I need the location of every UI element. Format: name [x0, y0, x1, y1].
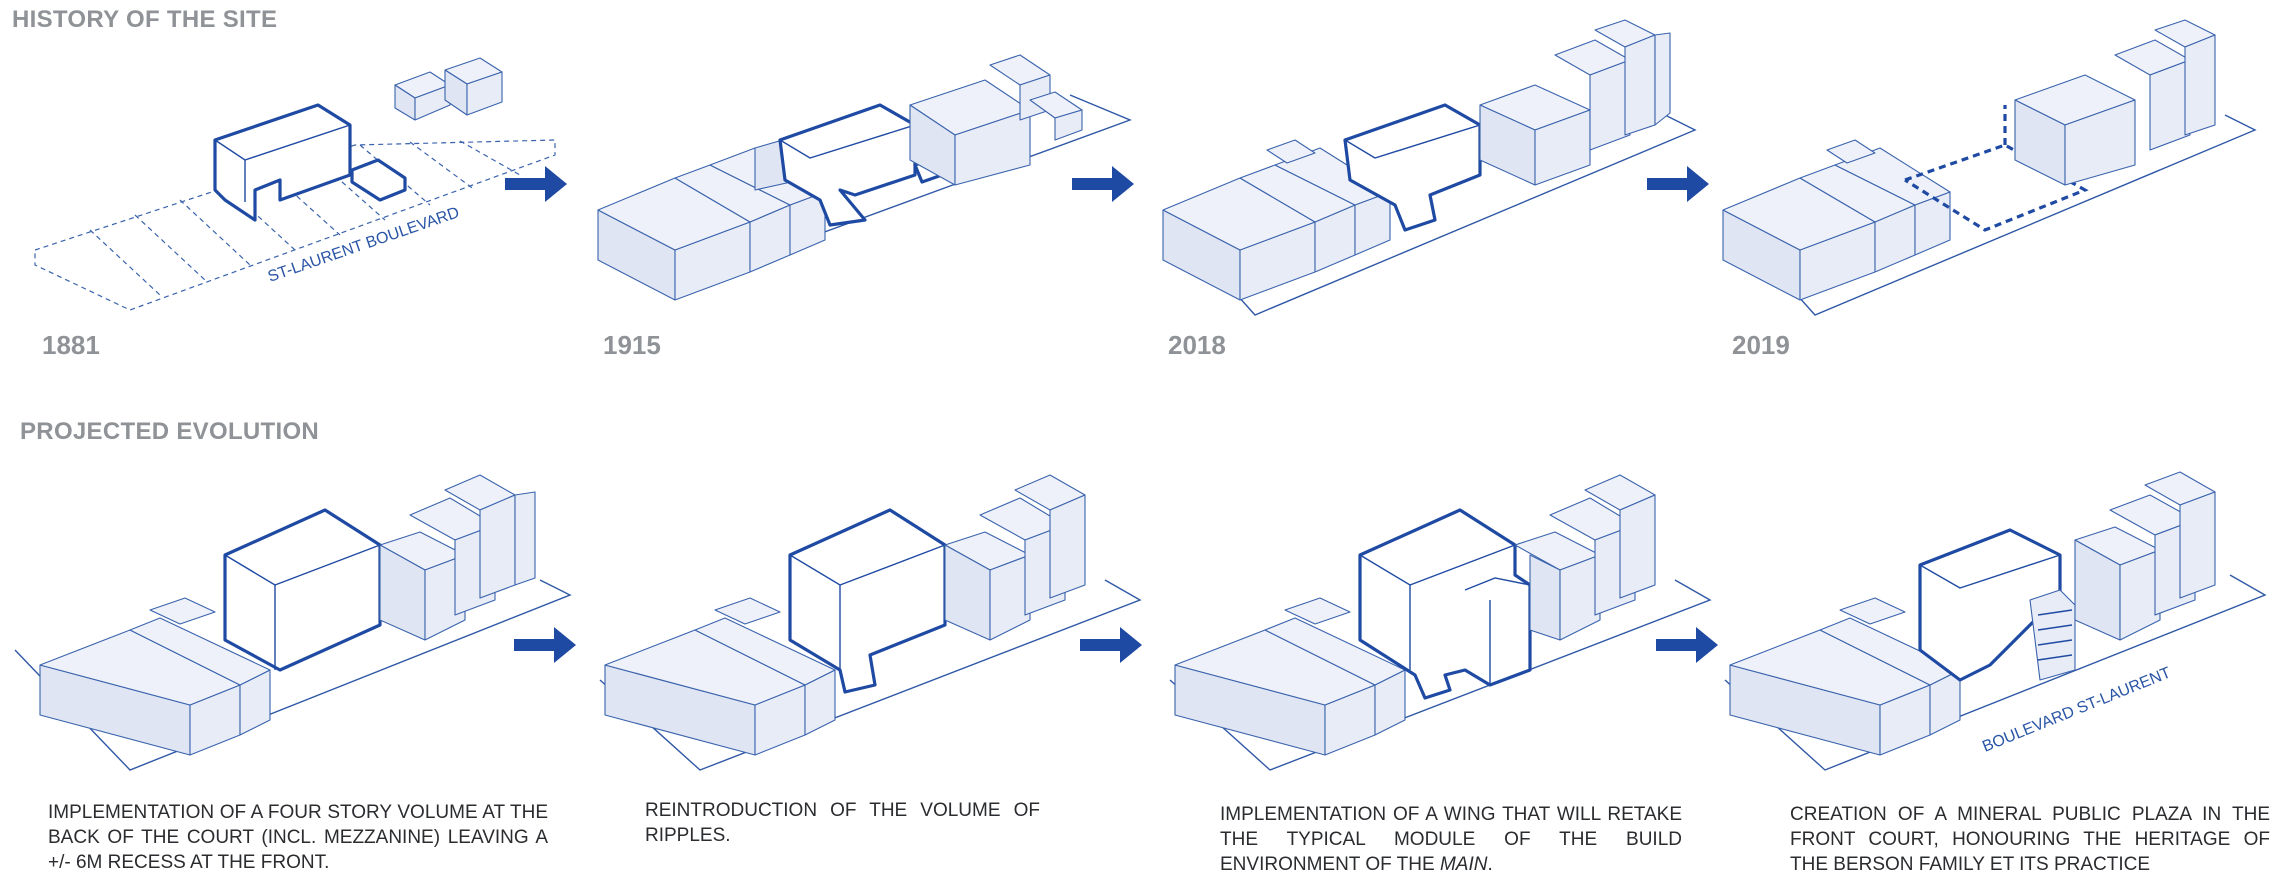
street-buildings [604, 597, 836, 756]
year-label-1881: 1881 [42, 330, 100, 360]
diagram-2019 [1722, 19, 2257, 316]
caption-projected-2: REINTRODUCTION OF THE VOLUME OF RIPPLES. [645, 800, 1040, 846]
east-buildings [2014, 19, 2216, 186]
empty-lot-outline [1904, 105, 2089, 232]
east-buildings [379, 474, 536, 641]
east-buildings [944, 474, 1086, 641]
street-buildings [1722, 139, 1951, 301]
caption-projected-3-text: IMPLEMENTATION OF A WING THAT WILL RETAK… [1220, 804, 1682, 875]
diagram-1915 [597, 54, 1132, 301]
street-label-1881: ST-LAURENT BOULEVARD [266, 204, 462, 286]
year-label-1915: 1915 [603, 330, 661, 360]
arrow-right-icon [1647, 166, 1709, 202]
east-buildings [909, 54, 1083, 186]
street-buildings [39, 597, 271, 756]
original-building [213, 103, 407, 222]
diagram-projected-1 [14, 474, 572, 771]
diagram-2018 [1162, 19, 1697, 316]
2018-highlight [1343, 103, 1482, 232]
caption-projected-4: CREATION OF A MINERAL PUBLIC PLAZA IN TH… [1790, 804, 2270, 875]
street-buildings [1729, 597, 1961, 756]
arrow-right-icon [1080, 627, 1142, 663]
east-buildings [1514, 474, 1656, 641]
caption-projected-3-emphasis: MAIN [1439, 854, 1488, 875]
arrow-right-icon [514, 627, 576, 663]
diagram-projected-4: BOULEVARD ST-LAURENT [1724, 471, 2267, 771]
wing-volume [1358, 508, 1532, 700]
caption-projected-3-end: . [1487, 854, 1493, 875]
east-buildings [2074, 471, 2216, 641]
caption-projected-3: IMPLEMENTATION OF A WING THAT WILL RETAK… [1220, 802, 1682, 877]
arrow-right-icon [1072, 166, 1134, 202]
caption-projected-1: IMPLEMENTATION OF A FOUR STORY VOLUME AT… [48, 802, 548, 873]
four-story-volume [223, 508, 382, 672]
public-plaza [1918, 528, 2076, 682]
neighbour-buildings [394, 57, 503, 121]
diagram-projected-3 [1169, 474, 1712, 771]
projected-title: PROJECTED EVOLUTION [20, 418, 320, 445]
ripples-volume [788, 508, 947, 694]
year-label-2018: 2018 [1168, 330, 1226, 360]
street-buildings [597, 134, 826, 301]
street-buildings [1174, 597, 1406, 756]
street-label-projected: BOULEVARD ST-LAURENT [1980, 664, 2173, 755]
history-title: HISTORY OF THE SITE [12, 6, 278, 33]
arrow-right-icon [1656, 627, 1718, 663]
year-label-2019: 2019 [1732, 330, 1790, 360]
diagram-1881: ST-LAURENT BOULEVARD [34, 57, 556, 311]
street-buildings [1162, 139, 1391, 301]
diagram-projected-2 [599, 474, 1142, 771]
east-buildings [1479, 19, 1671, 186]
arrow-right-icon [505, 166, 567, 202]
